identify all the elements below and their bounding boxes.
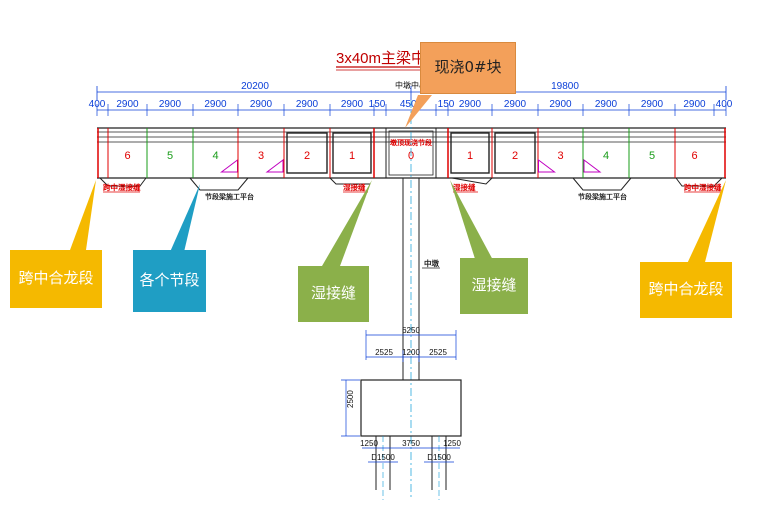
platform-right: 节段梁施工平台: [572, 177, 632, 201]
callout-wet-left: 湿接缝: [298, 266, 369, 322]
wet-platform-right: [451, 177, 493, 185]
formwork-mark: [538, 159, 556, 173]
segment-number: 2: [304, 150, 310, 162]
callout-wet-right: 湿接缝: [460, 258, 528, 314]
pier-column: 中墩: [402, 100, 440, 500]
dim-right-segment: 2900: [549, 99, 572, 110]
dim-pile-dia-left: D1500: [371, 453, 395, 462]
closure-platform-left: [99, 177, 147, 187]
segment-number: 5: [167, 150, 173, 162]
leader-segments: [170, 184, 200, 252]
segment-left-6: 6: [107, 128, 131, 178]
right-closure-label: 跨中湿接缝: [684, 182, 722, 192]
segment-box: [494, 132, 536, 174]
leader-lines: [70, 95, 726, 266]
segment-number: 1: [467, 150, 473, 162]
segment-number: 6: [691, 150, 697, 162]
formwork-mark: [265, 159, 284, 173]
segment-left-4: 4: [192, 128, 238, 178]
pier-center-label: 中墩中心: [395, 80, 427, 90]
dim-pile-mid: 3750: [402, 439, 420, 448]
leader-closure-right: [686, 180, 726, 266]
leader-wet-right: [450, 180, 494, 262]
segments-left: 6 5 4 3 2 1: [107, 128, 372, 178]
dim-left-segment: 2900: [204, 99, 227, 110]
wet-platform-left: [329, 177, 370, 185]
left-wet-label: 湿接缝: [343, 182, 366, 192]
segment-right-5: 5: [628, 128, 655, 178]
platform-right-label: 节段梁施工平台: [578, 192, 627, 201]
dim-cap-mid: 1200: [402, 348, 420, 357]
pier-dimensions: 6250 2525 1200 2525 2500: [341, 326, 457, 437]
callout-block0: 现浇0#块: [420, 42, 516, 94]
formwork-mark: [583, 159, 602, 173]
dim-right-segment: 2900: [504, 99, 527, 110]
leader-block0: [405, 95, 432, 128]
dim-left-segment: 2900: [296, 99, 319, 110]
dim-pile-dia-right: D1500: [427, 453, 451, 462]
leader-wet-left: [322, 180, 372, 266]
dim-right-segment: 2900: [459, 99, 482, 110]
dim-cap-top: 6250: [402, 326, 420, 335]
segment-number: 5: [649, 150, 655, 162]
segment-left-2: 2: [283, 128, 328, 178]
segment-number: 2: [512, 150, 518, 162]
segment-right-2: 2: [491, 128, 536, 178]
dim-right-end: 400: [716, 99, 733, 110]
dim-pile-right: 1250: [443, 439, 461, 448]
segment-box: [450, 132, 490, 174]
dim-left-segment: 2900: [250, 99, 273, 110]
dimension-total-row: 20200 19800: [96, 81, 727, 100]
dim-cap-right: 2525: [429, 348, 447, 357]
callout-closure-right: 跨中合龙段: [640, 262, 732, 318]
dim-left-segment: 2900: [159, 99, 182, 110]
segment-left-5: 5: [146, 128, 173, 178]
callout-segments: 各个节段: [133, 250, 206, 312]
dim-cap-left: 2525: [375, 348, 393, 357]
dim-right-segment: 2900: [595, 99, 618, 110]
dim-left-segment: 2900: [341, 99, 364, 110]
leader-closure-left: [70, 180, 96, 250]
dim-right-total: 19800: [551, 81, 579, 92]
piles: 1250 3750 1250 D1500 D1500: [360, 436, 461, 500]
dim-right-segment: 2900: [683, 99, 706, 110]
segments-right: 1 2 3 4 5 6: [447, 128, 698, 178]
segment-right-6: 6: [674, 128, 698, 178]
segment-number: 6: [124, 150, 130, 162]
dim-right-segment: 2900: [641, 99, 664, 110]
callout-closure-left: 跨中合龙段: [10, 250, 102, 308]
red-labels: 跨中湿接缝 跨中湿接缝 湿接缝 湿接缝: [103, 182, 722, 193]
dim-left-total: 20200: [241, 81, 269, 92]
platform-left-label: 节段梁施工平台: [205, 192, 254, 201]
segment-box: [332, 132, 372, 174]
platform-left: 节段梁施工平台: [189, 177, 254, 201]
pile-cap: [360, 379, 462, 437]
dim-left-segment: 2900: [116, 99, 139, 110]
center-block-label: 墩顶现浇节段: [390, 138, 432, 147]
segment-number: 3: [258, 150, 264, 162]
formwork-mark: [220, 159, 238, 173]
segment-left-1: 1: [329, 128, 372, 178]
closure-platform-right: [675, 177, 723, 187]
dim-gap-left: 150: [369, 99, 386, 110]
left-closure-label: 跨中湿接缝: [103, 182, 141, 192]
segment-box: [286, 132, 328, 174]
dim-cap-height: 2500: [346, 390, 355, 408]
segment-number: 1: [349, 150, 355, 162]
segment-right-4: 4: [582, 128, 609, 178]
dim-left-end: 400: [89, 99, 106, 110]
segment-right-1: 1: [447, 128, 490, 178]
dim-pile-left: 1250: [360, 439, 378, 448]
segment-left-3: 3: [237, 128, 284, 178]
segment-right-3: 3: [537, 128, 564, 178]
right-wet-label: 湿接缝: [453, 182, 476, 192]
segment-number: 4: [603, 150, 609, 162]
drawing-title: 3x40m主梁中: [336, 50, 426, 67]
dim-gap-right: 150: [438, 99, 455, 110]
segment-number: 3: [557, 150, 563, 162]
segment-number: 4: [212, 150, 218, 162]
pier-label: 中墩: [424, 258, 439, 268]
